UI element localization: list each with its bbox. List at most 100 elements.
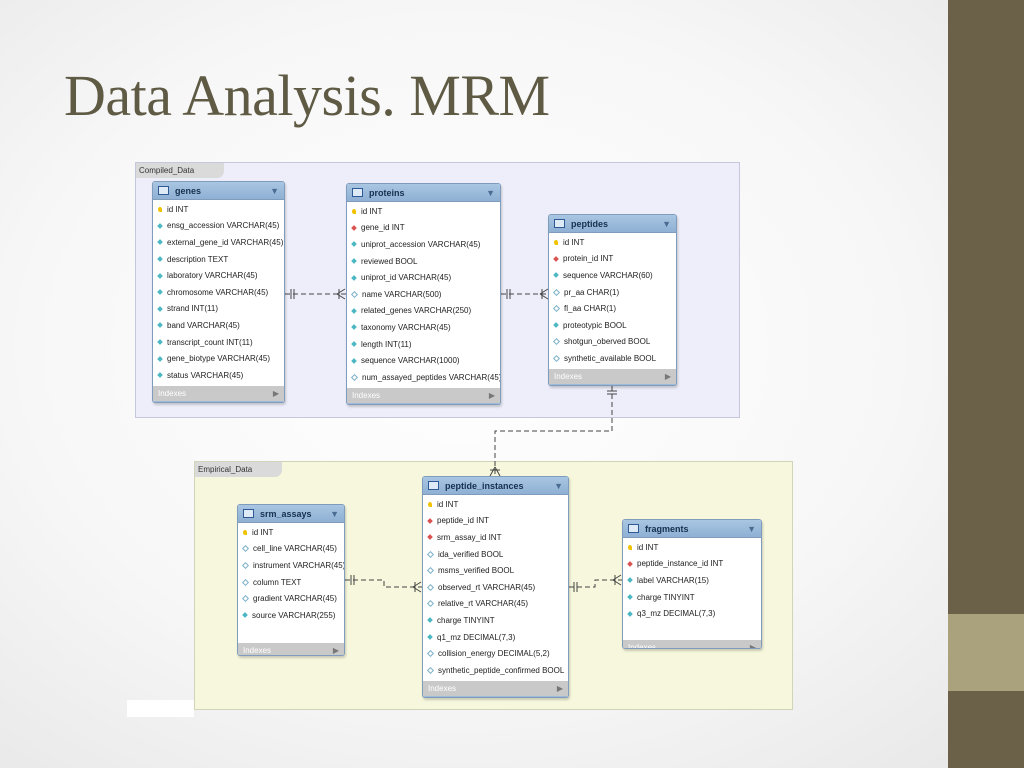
column-row[interactable]: name VARCHAR(500) (347, 286, 500, 303)
column-row[interactable]: srm_assay_id INT (423, 529, 568, 546)
column-row[interactable]: taxonomy VARCHAR(45) (347, 319, 500, 336)
chevron-right-icon[interactable]: ▶ (272, 388, 279, 398)
column-label: q1_mz DECIMAL(7,3) (437, 632, 516, 642)
column-row[interactable]: instrument VARCHAR(45) (238, 557, 344, 574)
chevron-right-icon[interactable]: ▶ (332, 646, 339, 655)
chevron-down-icon[interactable]: ▼ (554, 480, 563, 491)
column-row[interactable]: ida_verified BOOL (423, 546, 568, 563)
column-row[interactable]: uniprot_id VARCHAR(45) (347, 269, 500, 286)
column-row[interactable]: description TEXT (153, 251, 284, 268)
column-label: id INT (437, 499, 459, 509)
column-row[interactable]: related_genes VARCHAR(250) (347, 303, 500, 320)
column-row[interactable]: observed_rt VARCHAR(45) (423, 579, 568, 596)
column-row[interactable]: shotgun_oberved BOOL (549, 334, 676, 351)
column-row[interactable]: chromosome VARCHAR(45) (153, 284, 284, 301)
chevron-right-icon[interactable]: ▶ (556, 683, 563, 693)
column-row[interactable]: sequence VARCHAR(60) (549, 267, 676, 284)
filled-diamond-icon (157, 355, 163, 362)
column-row[interactable]: transcript_count INT(11) (153, 334, 284, 351)
column-row[interactable]: id INT (238, 524, 344, 541)
table-header[interactable]: proteins ▼ (347, 184, 500, 202)
chevron-right-icon[interactable]: ▶ (749, 643, 756, 649)
indexes-section[interactable]: Indexes ▶ (238, 643, 344, 655)
column-row[interactable]: protein_id INT (549, 251, 676, 268)
table-name: genes (175, 185, 202, 196)
column-row[interactable]: proteotypic BOOL (549, 317, 676, 334)
column-row[interactable]: fl_aa CHAR(1) (549, 300, 676, 317)
column-row[interactable]: external_gene_id VARCHAR(45) (153, 234, 284, 251)
column-row[interactable]: relative_rt VARCHAR(45) (423, 596, 568, 613)
column-row[interactable]: gradient VARCHAR(45) (238, 590, 344, 607)
indexes-section[interactable]: Indexes ▶ (549, 368, 676, 384)
chevron-down-icon[interactable]: ▼ (330, 508, 339, 519)
column-row[interactable]: length INT(11) (347, 336, 500, 353)
column-row[interactable]: charge TINYINT (623, 589, 761, 606)
column-row[interactable]: column TEXT (238, 574, 344, 591)
column-row[interactable]: peptide_id INT (423, 513, 568, 530)
filled-diamond-icon (242, 612, 248, 619)
column-row[interactable]: band VARCHAR(45) (153, 317, 284, 334)
column-row[interactable]: msms_verified BOOL (423, 562, 568, 579)
column-row[interactable]: id INT (623, 539, 761, 556)
column-row[interactable]: synthetic_peptide_confirmed BOOL (423, 662, 568, 679)
hollow-diamond-icon (426, 666, 435, 674)
filled-diamond-icon (351, 341, 357, 347)
hollow-diamond-icon (552, 305, 561, 313)
column-row[interactable]: charge TINYINT (423, 612, 568, 629)
column-label: transcript_count INT(11) (167, 337, 253, 347)
indexes-section[interactable]: Indexes ▶ (423, 680, 568, 696)
indexes-section[interactable]: Indexes ▶ (623, 640, 761, 649)
column-row[interactable]: gene_id INT (347, 220, 500, 237)
column-row[interactable]: ensg_accession VARCHAR(45) (153, 218, 284, 235)
column-row[interactable]: id INT (549, 234, 676, 251)
chevron-right-icon[interactable]: ▶ (488, 390, 495, 400)
table-header[interactable]: peptide_instances ▼ (423, 477, 568, 495)
table-header[interactable]: fragments ▼ (623, 520, 761, 538)
column-row[interactable]: uniprot_accession VARCHAR(45) (347, 236, 500, 253)
column-row[interactable]: source VARCHAR(255) (238, 607, 344, 624)
column-row[interactable]: strand INT(11) (153, 301, 284, 318)
filled-diamond-icon (427, 617, 433, 624)
hollow-diamond-icon (552, 288, 561, 296)
table-header[interactable]: srm_assays ▼ (238, 505, 344, 523)
indexes-section[interactable]: Indexes ▶ (153, 385, 284, 401)
column-row[interactable]: q1_mz DECIMAL(7,3) (423, 629, 568, 646)
chevron-right-icon[interactable]: ▶ (664, 371, 671, 381)
column-row[interactable]: peptide_instance_id INT (623, 556, 761, 573)
column-row[interactable]: collision_energy DECIMAL(5,2) (423, 645, 568, 662)
table-footer (347, 402, 500, 404)
indexes-section[interactable]: Indexes ▶ (347, 387, 500, 403)
column-row[interactable]: id INT (423, 496, 568, 513)
column-row[interactable]: reviewed BOOL (347, 253, 500, 270)
column-row[interactable]: id INT (153, 201, 284, 218)
column-row[interactable]: sequence VARCHAR(1000) (347, 352, 500, 369)
column-row[interactable]: laboratory VARCHAR(45) (153, 267, 284, 284)
column-row[interactable]: synthetic_available BOOL (549, 350, 676, 367)
chevron-down-icon[interactable]: ▼ (662, 218, 671, 229)
column-row[interactable]: status VARCHAR(45) (153, 367, 284, 384)
hollow-diamond-icon (426, 550, 435, 558)
chevron-down-icon[interactable]: ▼ (486, 187, 495, 198)
chevron-down-icon[interactable]: ▼ (747, 523, 756, 534)
column-row[interactable]: q3_mz DECIMAL(7,3) (623, 605, 761, 622)
table-icon (158, 186, 169, 195)
indexes-label: Indexes (158, 388, 187, 398)
column-row[interactable]: cell_line VARCHAR(45) (238, 541, 344, 558)
chevron-down-icon[interactable]: ▼ (270, 185, 279, 196)
table-header[interactable]: genes ▼ (153, 182, 284, 200)
column-row[interactable]: pr_aa CHAR(1) (549, 284, 676, 301)
table-header[interactable]: peptides ▼ (549, 215, 676, 233)
column-row[interactable]: num_assayed_peptides VARCHAR(45) (347, 369, 500, 386)
column-row[interactable]: gene_biotype VARCHAR(45) (153, 350, 284, 367)
column-row[interactable]: label VARCHAR(15) (623, 572, 761, 589)
column-label: uniprot_id VARCHAR(45) (361, 273, 452, 283)
column-label: reviewed BOOL (361, 256, 418, 266)
table-peptide-instances[interactable]: peptide_instances ▼ id INT peptide_id INT… (422, 476, 569, 698)
column-row[interactable]: id INT (347, 203, 500, 220)
